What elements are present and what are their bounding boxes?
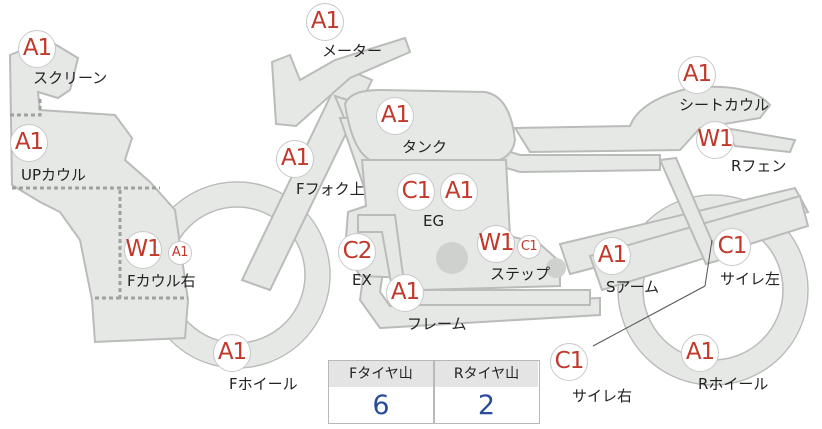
label-frame: フレーム (407, 315, 467, 333)
damage-badge-f-cowl-right-a1[interactable]: A1 (168, 241, 192, 265)
damage-badge-f-wheel[interactable]: A1 (213, 334, 251, 372)
damage-badge-f-fork-upper[interactable]: A1 (276, 140, 314, 178)
damage-badge-up-cowl[interactable]: A1 (10, 124, 48, 162)
label-f-wheel: Fホイール (229, 375, 298, 393)
exhaust-shape (357, 214, 591, 306)
front-fork-shape (240, 66, 374, 292)
damage-badge-s-arm[interactable]: A1 (593, 237, 631, 275)
label-f-cowl-right: Fカウル右 (127, 272, 196, 290)
side-cover-leader-line (592, 285, 706, 347)
damage-badge-frame[interactable]: A1 (386, 274, 424, 312)
label-side-cover-right: サイレ右 (572, 387, 633, 405)
label-step: ステップ (490, 265, 551, 283)
damage-badge-meter[interactable]: A1 (306, 3, 344, 41)
damage-badge-tank[interactable]: A1 (376, 97, 414, 135)
label-ex: EX (352, 271, 372, 289)
label-f-fork-upper: Fフォク上 (296, 180, 365, 198)
damage-badge-screen[interactable]: A1 (18, 30, 56, 68)
handlebar-shape (270, 36, 412, 128)
label-meter: メーター (322, 42, 383, 60)
front-tread-header: Fタイヤ山 (329, 361, 433, 387)
label-screen: スクリーン (33, 69, 108, 87)
damage-badge-eg-c1[interactable]: C1 (397, 173, 435, 211)
label-r-fender: Rフェン (731, 157, 787, 175)
tire-tread-table: Fタイヤ山 Rタイヤ山 6 2 (328, 360, 540, 424)
rear-tread-value: 2 (477, 390, 496, 421)
label-up-cowl: UPカウル (21, 166, 87, 184)
rear-fender-shape (723, 126, 797, 154)
front-tread-value: 6 (372, 390, 390, 421)
label-tank: タンク (402, 138, 448, 156)
rear-tread-header: Rタイヤ山 (435, 361, 538, 387)
damage-badge-side-cover-right[interactable]: C1 (550, 343, 588, 381)
damage-badge-step-c1[interactable]: C1 (517, 235, 541, 259)
damage-badge-eg-a1[interactable]: A1 (440, 173, 478, 211)
damage-badge-r-wheel[interactable]: A1 (681, 334, 719, 372)
damage-badge-side-cover-left[interactable]: C1 (713, 228, 751, 266)
damage-badge-step-w1[interactable]: W1 (477, 225, 515, 263)
label-side-cover-left: サイレ左 (720, 270, 781, 288)
label-seat-cowl: シートカウル (679, 96, 770, 114)
label-s-arm: Sアーム (606, 278, 660, 296)
damage-badge-ex[interactable]: C2 (338, 233, 376, 271)
label-r-wheel: Rホイール (698, 375, 769, 393)
damage-badge-f-cowl-right-w1[interactable]: W1 (124, 231, 162, 269)
damage-badge-r-fender[interactable]: W1 (696, 121, 734, 159)
damage-badge-seat-cowl[interactable]: A1 (678, 56, 716, 94)
label-eg: EG (423, 212, 445, 230)
